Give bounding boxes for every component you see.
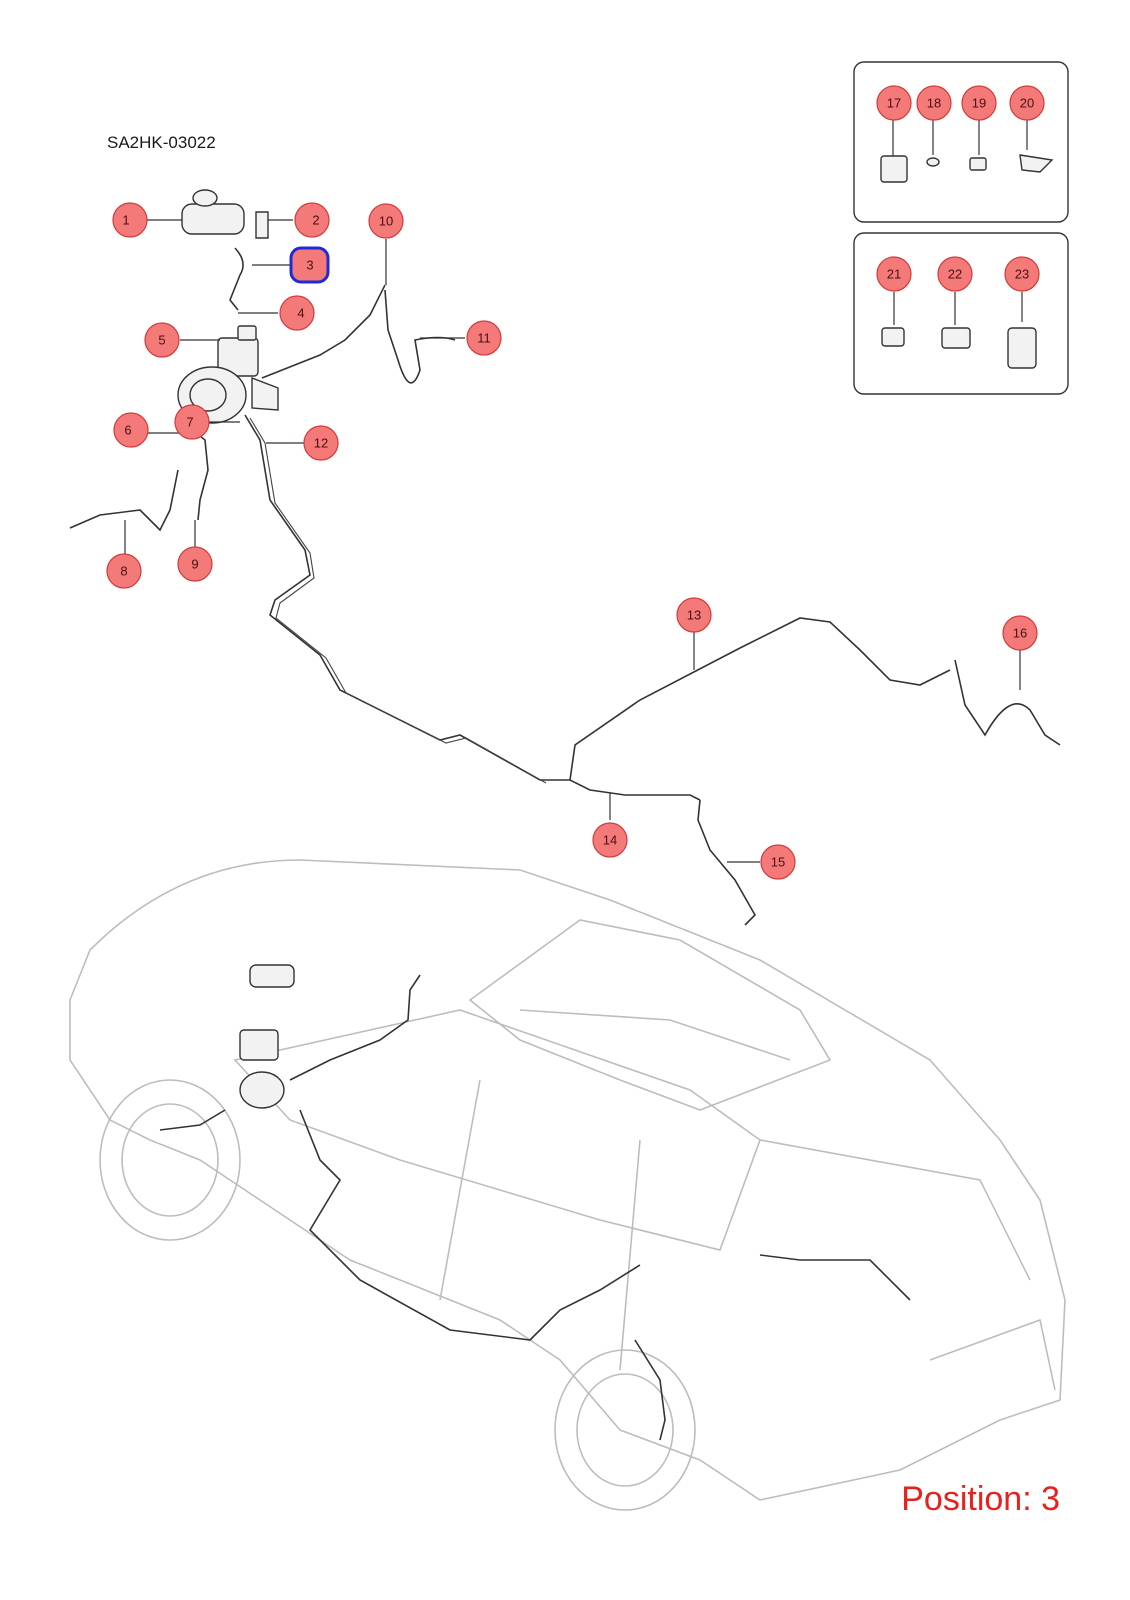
callout-4[interactable]: 4 <box>279 295 315 331</box>
svg-text:18: 18 <box>927 96 941 111</box>
callout-3[interactable]: 3 <box>289 246 330 284</box>
inset-box-modules <box>853 232 1069 395</box>
callout-1[interactable]: 1 <box>112 202 148 238</box>
inset-box-small-parts <box>853 61 1069 223</box>
svg-text:21: 21 <box>887 267 901 282</box>
inset-part-22 <box>941 292 971 349</box>
svg-text:2: 2 <box>312 213 319 228</box>
svg-text:3: 3 <box>306 258 313 273</box>
svg-text:8: 8 <box>120 564 127 579</box>
callout-15[interactable]: 15 <box>760 844 796 880</box>
brake-hose-front-left <box>69 469 179 532</box>
brake-fluid-reservoir <box>181 189 269 239</box>
svg-text:12: 12 <box>314 436 328 451</box>
svg-text:11: 11 <box>477 331 491 346</box>
callout-2[interactable]: 2 <box>294 202 330 238</box>
vehicle-outline <box>69 859 1066 1511</box>
callout-7[interactable]: 7 <box>174 404 210 440</box>
callout-22[interactable]: 22 <box>937 256 973 292</box>
svg-text:19: 19 <box>972 96 986 111</box>
svg-text:14: 14 <box>603 833 617 848</box>
callout-11[interactable]: 11 <box>466 320 502 356</box>
svg-text:10: 10 <box>379 214 393 229</box>
svg-text:1: 1 <box>122 213 129 228</box>
callout-23[interactable]: 23 <box>1004 256 1040 292</box>
svg-text:7: 7 <box>186 415 193 430</box>
brake-hose-front-right <box>384 289 456 384</box>
callout-5[interactable]: 5 <box>144 322 180 358</box>
callout-17[interactable]: 17 <box>876 85 912 121</box>
callout-9[interactable]: 9 <box>177 546 213 582</box>
brake-hose-rear-left <box>697 799 756 926</box>
callout-21[interactable]: 21 <box>876 256 912 292</box>
inset-part-17 <box>880 120 908 183</box>
brake-line-front-right <box>261 284 386 379</box>
callout-20[interactable]: 20 <box>1009 85 1045 121</box>
callout-8[interactable]: 8 <box>106 553 142 589</box>
inset-part-19 <box>969 120 987 171</box>
callout-12[interactable]: 12 <box>303 425 339 461</box>
inset-part-20 <box>1019 120 1054 173</box>
inset-part-18 <box>926 120 940 167</box>
callout-14[interactable]: 14 <box>592 822 628 858</box>
svg-text:16: 16 <box>1013 626 1027 641</box>
svg-text:4: 4 <box>297 306 304 321</box>
svg-text:6: 6 <box>124 423 131 438</box>
drawing-code: SA2HK-03022 <box>107 133 216 152</box>
inset-part-21 <box>881 292 905 347</box>
svg-text:13: 13 <box>687 608 701 623</box>
svg-text:5: 5 <box>158 333 165 348</box>
callout-19[interactable]: 19 <box>961 85 997 121</box>
callout-18[interactable]: 18 <box>916 85 952 121</box>
svg-text:20: 20 <box>1020 96 1034 111</box>
callout-16[interactable]: 16 <box>1002 615 1038 651</box>
inset-part-23 <box>1007 292 1037 369</box>
svg-text:22: 22 <box>948 267 962 282</box>
callout-13[interactable]: 13 <box>676 597 712 633</box>
reservoir-hose <box>229 247 244 311</box>
callout-10[interactable]: 10 <box>368 203 404 239</box>
svg-text:9: 9 <box>191 557 198 572</box>
svg-text:23: 23 <box>1015 267 1029 282</box>
callout-6[interactable]: 6 <box>113 412 149 448</box>
vehicle-brake-components <box>159 964 911 1441</box>
position-label: Position: 3 <box>901 1480 1060 1518</box>
brake-hose-rear-right <box>954 659 1061 746</box>
svg-text:15: 15 <box>771 855 785 870</box>
svg-text:17: 17 <box>887 96 901 111</box>
brake-line-rear-right <box>569 617 951 781</box>
main-brake-lines-rear <box>244 414 1061 926</box>
